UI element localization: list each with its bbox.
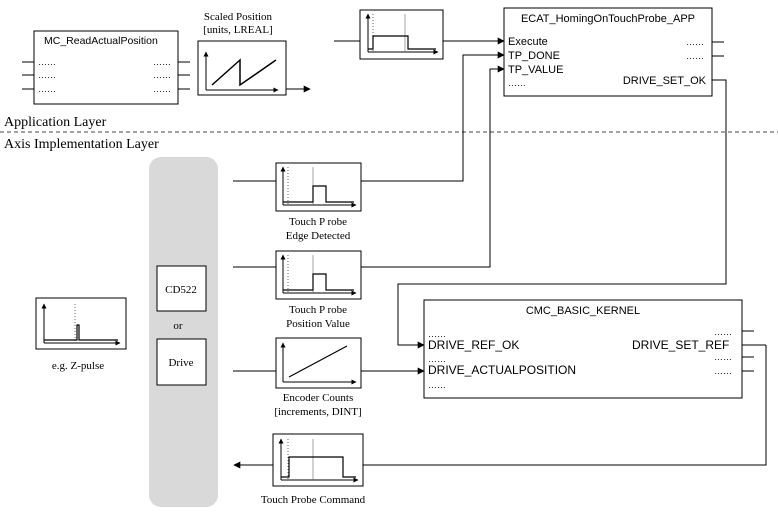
read-position-input: ……	[38, 70, 56, 80]
edge-detected-label-1: Touch P robe	[289, 216, 347, 228]
axis-layer-label: Axis Implementation Layer	[4, 137, 159, 152]
zpulse-plot	[35, 297, 127, 350]
tp-value-wire	[361, 65, 505, 268]
cd522-label: CD522	[165, 284, 197, 296]
homing-input-tp-value: TP_VALUE	[508, 64, 563, 76]
drive-box[interactable]: Drive	[156, 338, 207, 386]
kernel-output: ……	[714, 366, 732, 376]
read-position-input: ……	[38, 84, 56, 94]
cd522-box[interactable]: CD522	[156, 265, 207, 312]
homing-block[interactable]: ECAT_HomingOnTouchProbe_APP Execute TP_D…	[503, 7, 724, 97]
kernel-output-drive-set-ref: DRIVE_SET_REF	[632, 338, 729, 352]
read-position-output: ……	[153, 84, 171, 94]
position-value-label-2: Position Value	[286, 318, 350, 330]
drive-ref-ok-wire	[397, 79, 727, 349]
encoder-label-2: [increments, DINT]	[274, 406, 361, 418]
drive-set-ref-wire	[363, 345, 767, 466]
kernel-input: ……	[428, 329, 446, 339]
device-column	[149, 157, 218, 507]
read-position-block[interactable]: MC_ReadActualPosition …… …… …… …… …… ……	[22, 30, 190, 105]
read-position-output: ……	[153, 57, 171, 67]
kernel-output: ……	[714, 352, 732, 362]
tp-command-plot	[272, 433, 364, 487]
application-layer-label: Application Layer	[4, 115, 107, 130]
edge-detected-label-2: Edge Detected	[286, 230, 351, 242]
kernel-input: ……	[428, 380, 446, 390]
position-value-plot	[275, 250, 362, 300]
encoder-plot	[275, 337, 362, 389]
kernel-block-title: CMC_BASIC_KERNEL	[526, 305, 640, 317]
position-value-label-1: Touch P robe	[289, 304, 347, 316]
read-position-input: ……	[38, 57, 56, 67]
scaled-position-label: Scaled Position	[204, 11, 273, 23]
tp-done-wire	[361, 51, 505, 182]
drive-label: Drive	[168, 357, 193, 369]
read-position-title: MC_ReadActualPosition	[44, 35, 158, 47]
encoder-label-1: Encoder Counts	[283, 392, 354, 404]
execute-pulse-plot	[359, 9, 444, 60]
homing-input-execute: Execute	[508, 36, 548, 48]
kernel-output: ……	[714, 327, 732, 337]
kernel-input-drive-ref-ok: DRIVE_REF_OK	[428, 338, 519, 352]
edge-detected-plot	[275, 162, 362, 212]
zpulse-label: e.g. Z-pulse	[52, 360, 104, 372]
homing-output-drive-set-ok: DRIVE_SET_OK	[623, 75, 707, 87]
homing-input-tp-done: TP_DONE	[508, 50, 560, 62]
tp-command-label: Touch Probe Command	[261, 494, 366, 506]
homing-block-title: ECAT_HomingOnTouchProbe_APP	[521, 13, 695, 25]
homing-input-reserve: ……	[508, 78, 526, 88]
kernel-block[interactable]: CMC_BASIC_KERNEL …… DRIVE_REF_OK …… DRIV…	[423, 299, 766, 399]
kernel-input-actual-position: DRIVE_ACTUALPOSITION	[428, 363, 576, 377]
kernel-input: ……	[428, 354, 446, 364]
or-label: or	[173, 320, 183, 332]
homing-output: ……	[686, 37, 704, 47]
homing-output: ……	[686, 51, 704, 61]
read-position-output: ……	[153, 70, 171, 80]
sawtooth-plot	[197, 40, 287, 96]
scaled-position-units: [units, LREAL]	[203, 24, 273, 36]
